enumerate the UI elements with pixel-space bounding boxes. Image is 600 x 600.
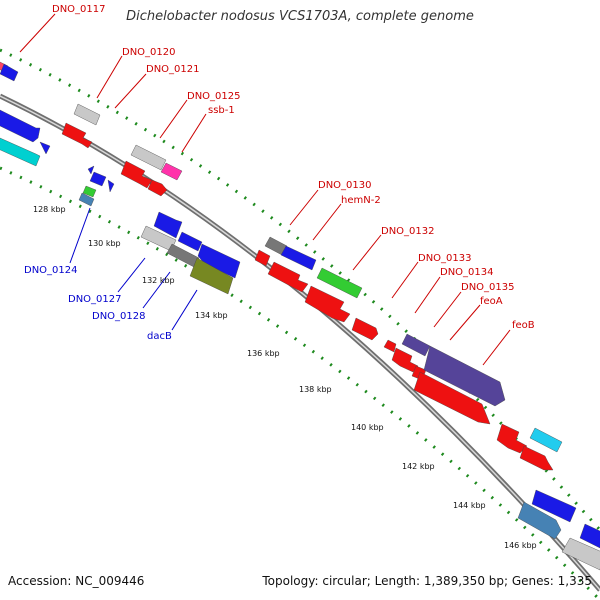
tick-label: 142 kbp	[402, 462, 435, 471]
map-title: Dichelobacter nodosus VCS1703A, complete…	[126, 9, 474, 24]
gene-forward[interactable]	[280, 245, 317, 271]
tick-label: 132 kbp	[142, 276, 175, 285]
gene-label-ssb-1[interactable]: ssb-1	[208, 105, 235, 116]
gene-forward[interactable]	[496, 423, 528, 454]
accession-text: Accession: NC_009446	[8, 574, 145, 588]
gene-forward[interactable]	[160, 162, 183, 181]
gene-label-dno-0133[interactable]: DNO_0133	[418, 253, 472, 264]
genome-summary-text: Topology: circular; Length: 1,389,350 bp…	[262, 574, 592, 588]
gene-reverse[interactable]	[561, 537, 600, 571]
gene-forward[interactable]	[401, 333, 431, 357]
reverse-leader-lines	[69, 207, 198, 331]
gene-forward[interactable]	[39, 141, 51, 155]
gene-label-dno-0121[interactable]: DNO_0121	[146, 64, 200, 75]
gene-forward[interactable]	[73, 103, 101, 126]
gene-forward[interactable]	[120, 160, 153, 189]
gene-label-hemn-2[interactable]: hemN-2	[341, 195, 381, 206]
gene-label-dno-0134[interactable]: DNO_0134	[440, 267, 494, 278]
gene-reverse[interactable]	[579, 523, 600, 549]
gene-label-dno-0135[interactable]: DNO_0135	[461, 282, 515, 293]
gene-forward[interactable]	[391, 347, 419, 373]
gene-forward[interactable]	[130, 144, 167, 171]
reverse-genes	[78, 165, 600, 571]
gene-label-feoa[interactable]: feoA	[480, 296, 503, 307]
tick-label: 128 kbp	[33, 205, 66, 214]
gene-forward[interactable]	[423, 345, 506, 407]
gene-label-dno-0124[interactable]: DNO_0124	[24, 265, 78, 276]
gene-reverse[interactable]	[531, 489, 577, 523]
gene-forward[interactable]	[0, 137, 41, 167]
gene-forward[interactable]	[519, 445, 554, 471]
gene-label-dno-0120[interactable]: DNO_0120	[122, 47, 176, 58]
gene-reverse[interactable]	[153, 211, 183, 239]
gene-label-dacb[interactable]: dacB	[147, 331, 172, 342]
tick-label: 136 kbp	[247, 349, 280, 358]
gene-forward[interactable]	[529, 427, 563, 453]
gene-label-feob[interactable]: feoB	[512, 320, 535, 331]
gene-reverse[interactable]	[89, 171, 107, 187]
gene-forward[interactable]	[316, 267, 363, 299]
forward-leader-lines	[19, 13, 511, 366]
tick-label: 138 kbp	[299, 385, 332, 394]
gene-reverse[interactable]	[189, 257, 234, 295]
gene-reverse[interactable]	[82, 185, 97, 198]
reverse-label-group: DNO_0124 DNO_0127 DNO_0128 dacB	[24, 265, 172, 342]
gene-reverse[interactable]	[177, 231, 203, 252]
tick-label: 144 kbp	[453, 501, 486, 510]
tick-label: 134 kbp	[195, 311, 228, 320]
tick-label: 140 kbp	[351, 423, 384, 432]
forward-genes	[0, 61, 563, 471]
gene-forward[interactable]	[267, 261, 309, 293]
gene-forward[interactable]	[147, 179, 168, 197]
gene-label-dno-0132[interactable]: DNO_0132	[381, 226, 435, 237]
gene-forward[interactable]	[413, 371, 491, 425]
gene-forward[interactable]	[383, 339, 397, 353]
gene-forward[interactable]	[351, 317, 379, 341]
tick-label: 146 kbp	[504, 541, 537, 550]
gene-reverse[interactable]	[87, 165, 95, 175]
gene-label-dno-0128[interactable]: DNO_0128	[92, 311, 146, 322]
gene-label-dno-0117[interactable]: DNO_0117	[52, 4, 106, 15]
gene-reverse[interactable]	[78, 192, 95, 207]
tick-label: 130 kbp	[88, 239, 121, 248]
gene-forward[interactable]	[0, 109, 41, 143]
gene-label-dno-0130[interactable]: DNO_0130	[318, 180, 372, 191]
gene-label-dno-0127[interactable]: DNO_0127	[68, 294, 122, 305]
gene-forward[interactable]	[304, 285, 351, 323]
gene-forward[interactable]	[61, 122, 93, 149]
inner-dotted-arc	[0, 166, 600, 600]
gene-forward[interactable]	[254, 249, 271, 267]
gene-reverse[interactable]	[107, 179, 115, 193]
forward-label-group: DNO_0117 DNO_0120 DNO_0121 DNO_0125 ssb-…	[52, 4, 535, 331]
gene-forward[interactable]	[0, 63, 19, 82]
tick-label-group: 128 kbp 130 kbp 132 kbp 134 kbp 136 kbp …	[33, 205, 537, 550]
gene-label-dno-0125[interactable]: DNO_0125	[187, 91, 241, 102]
gene-reverse[interactable]	[517, 501, 562, 540]
